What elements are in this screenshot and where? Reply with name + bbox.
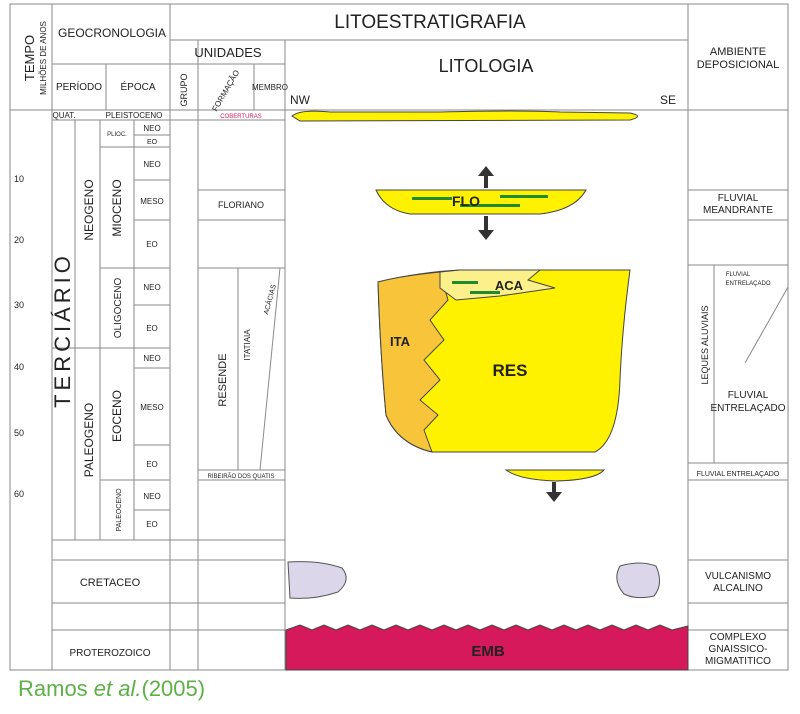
caption-author: Ramos (18, 676, 94, 701)
paleogeno-label: PALEOGENO (82, 403, 96, 477)
litologia-label: LITOLOGIA (439, 56, 534, 76)
env-leques: LEQUES ALUVIAIS (700, 305, 710, 384)
volcanic-blob-right (616, 562, 660, 599)
tick-label: 50 (14, 428, 24, 438)
env-complexo: COMPLEXO (710, 632, 767, 643)
env-complexo: MIGMATITICO (705, 656, 771, 667)
epoca-label: ÉPOCA (120, 80, 155, 93)
formacao-label: FORMAÇÃO (210, 68, 241, 113)
litoestratigrafia-label: LITOESTRATIGRAFIA (334, 12, 526, 33)
env-fluvial-meandrante: MEANDRANTE (703, 205, 773, 216)
coberturas-label: COBERTURAS (220, 114, 262, 120)
milhoes-label: MILHÕES DE ANOS (39, 21, 48, 95)
ribeirao-lens (504, 469, 606, 482)
ambiente-label: AMBIENTE (710, 46, 766, 58)
floriano-label: FLORIANO (218, 200, 264, 210)
pleistoceno-label: PLEISTOCENO (106, 111, 163, 120)
subepoch-label: EO (147, 139, 158, 146)
aca-label: ACA (495, 278, 524, 293)
floriano-green-lenses (412, 195, 548, 207)
time-axis: 10 20 30 40 50 60 (14, 174, 24, 499)
grupo-label: GRUPO (179, 73, 189, 106)
subepoch-label: MESO (140, 403, 164, 412)
subepoch-label: EO (146, 324, 158, 333)
env-fluvial-entrelacado-small: ENTRELAÇADO (725, 281, 770, 287)
tick-label: 60 (14, 489, 24, 499)
aca-body (439, 269, 556, 301)
coberturas-lens (291, 110, 638, 122)
tick-label: 40 (14, 362, 24, 372)
env-fluvial-entrelacado-small: FLUVIAL (726, 272, 751, 278)
ribeirao-label: RIBEIRÃO DOS QUATIS (208, 473, 275, 480)
emb-label: EMB (471, 643, 505, 660)
resende-label: RESENDE (217, 353, 229, 406)
subepoch-label: EO (146, 520, 158, 529)
env-fluvial-entrelacado-line: FLUVIAL ENTRELAÇADO (697, 471, 780, 478)
env-fluvial-entrelacado: FLUVIAL (728, 390, 769, 401)
mioceno-label: MIOCENO (110, 179, 124, 236)
subepoch-label: EO (146, 240, 158, 249)
cretaceo-label: CRETACEO (80, 577, 141, 589)
subepoch-label: EO (146, 460, 158, 469)
figure-caption: Ramos et al.(2005) (18, 676, 205, 702)
caption-year: (2005) (141, 676, 206, 701)
subepoch-label: NEO (143, 160, 160, 169)
env-complexo: GNAISSICO- (709, 644, 768, 655)
res-label: RES (493, 361, 528, 380)
floriano-lens (375, 189, 587, 215)
nw-label: NW (290, 93, 311, 107)
caption-etal: et al. (93, 676, 142, 701)
env-fluvial-meandrante: FLUVIAL (718, 193, 759, 204)
periodo-label: PERÍODO (56, 80, 102, 93)
terciario-label: TERCIÁRIO (50, 252, 75, 408)
tick-label: 10 (14, 174, 24, 184)
paleoceno-label: PALEOCENO (116, 488, 123, 532)
oligoceno-label: OLIGOCENO (113, 278, 124, 339)
subepoch-label: NEO (143, 354, 160, 363)
ita-body (377, 271, 449, 453)
itatiaia-label: ITATIAIA (243, 329, 252, 361)
proterozoico-label: PROTEROZOICO (69, 648, 150, 659)
geocronologia-label: GEOCRONOLOGIA (58, 26, 166, 40)
ita-label: ITA (390, 334, 411, 349)
tempo-label: TEMPO (22, 35, 37, 81)
membro-label: MEMBRO (252, 83, 288, 92)
lithology-panel (285, 110, 689, 671)
neogeno-label: NEOGENO (82, 179, 96, 240)
subepoch-label: NEO (143, 283, 160, 292)
subepoch-label: NEO (143, 124, 160, 133)
aca-green-lenses (452, 281, 500, 294)
env-fluvial-entrelacado: ENTRELAÇADO (710, 403, 785, 414)
eoceno-label: EOCENO (110, 390, 124, 442)
subepoch-label: NEO (143, 492, 160, 501)
deposicional-label: DEPOSICIONAL (697, 59, 780, 71)
unidades-label: UNIDADES (194, 45, 262, 60)
tick-label: 30 (14, 300, 24, 310)
se-label: SE (660, 93, 676, 107)
up-arrow-icon (478, 166, 494, 188)
quat-label: QUAT. (53, 111, 76, 120)
tick-label: 20 (14, 235, 24, 245)
flo-label: FLO (452, 193, 480, 209)
plioc-label: PLIOC. (107, 132, 127, 138)
emb-basement (285, 624, 689, 671)
env-vulcanismo: VULCANISMO (705, 571, 771, 582)
subepoch-label: MESO (140, 197, 164, 206)
env-vulcanismo: ALCALINO (713, 583, 763, 594)
down-arrow-icon (546, 482, 562, 502)
volcanic-blob-left (287, 561, 347, 599)
down-arrow-icon (478, 216, 494, 240)
